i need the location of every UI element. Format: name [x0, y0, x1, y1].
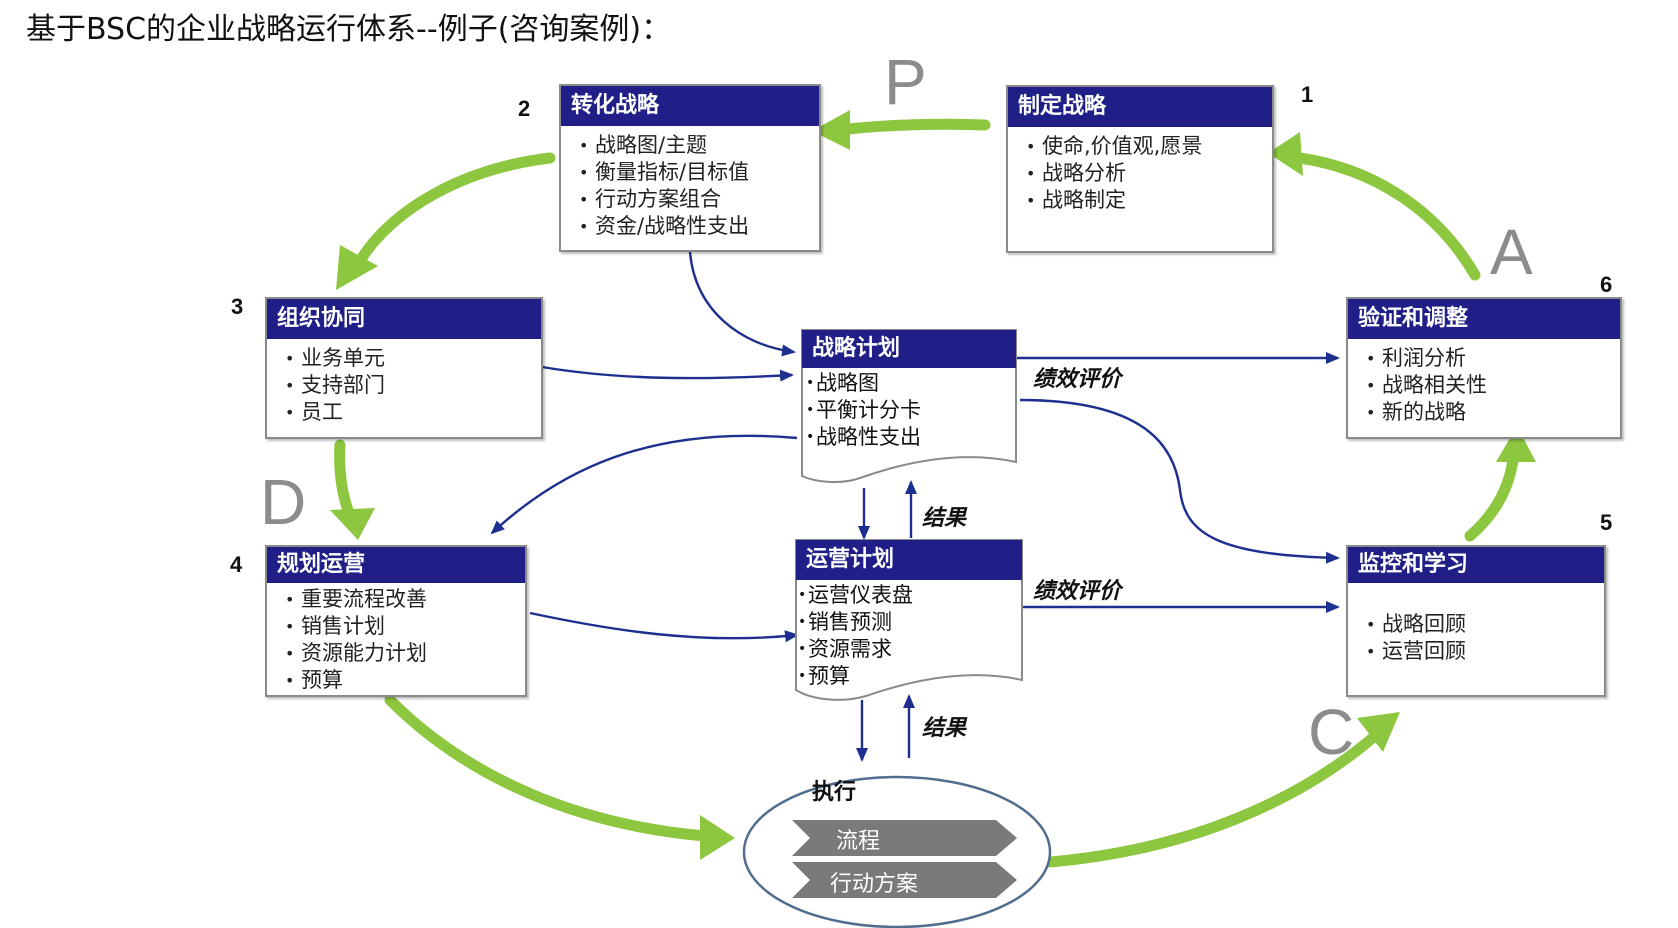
- list-item: 销售计划: [285, 613, 525, 640]
- page-title: 基于BSC的企业战略运行体系--例子(咨询案例)：: [26, 12, 672, 47]
- list-item: 支持部门: [285, 372, 541, 399]
- box-formulate-strategy: 制定战略 使命,价值观,愿景 战略分析 战略制定: [1006, 85, 1274, 253]
- line-planops-to-opsplan: [529, 611, 799, 643]
- number-2: 2: [518, 96, 531, 121]
- box-test-adapt: 验证和调整 利润分析 战略相关性 新的战略: [1346, 297, 1622, 439]
- box-align-organization: 组织协同 业务单元 支持部门 员工: [265, 297, 543, 439]
- number-6: 6: [1600, 272, 1613, 297]
- doc-ops-plan: 运营计划 运营仪表盘 销售预测 资源需求 预算: [796, 540, 1022, 690]
- doc-strategy-plan-list: 战略图 平衡计分卡 战略性支出: [802, 368, 1016, 451]
- list-item: 利润分析: [1366, 345, 1620, 372]
- box-test-list: 利润分析 战略相关性 新的战略: [1348, 339, 1620, 426]
- arrow-monitor-to-test: [1464, 444, 1520, 542]
- list-item: 重要流程改善: [285, 586, 525, 613]
- box-formulate-list: 使命,价值观,愿景 战略分析 战略制定: [1008, 127, 1272, 214]
- list-item: 战略相关性: [1366, 372, 1620, 399]
- line-strategyplan-to-monitor: [1019, 398, 1340, 564]
- box-monitor-header: 监控和学习: [1348, 547, 1604, 583]
- line-align-to-strategyplan: [541, 365, 794, 382]
- box-planops-header: 规划运营: [267, 547, 525, 583]
- number-5: 5: [1600, 510, 1613, 535]
- letter-p: P: [884, 46, 927, 118]
- arrow-test-to-formulate: [1294, 152, 1481, 281]
- doc-strategy-plan-header: 战略计划: [802, 330, 1016, 368]
- label-result-2: 结果: [922, 716, 967, 741]
- list-item: 行动方案组合: [579, 186, 819, 213]
- number-3: 3: [231, 294, 244, 319]
- chevron-action-shape: [792, 862, 1017, 898]
- flow-lines: [490, 251, 1340, 762]
- list-item: 衡量指标/目标值: [579, 159, 819, 186]
- list-item: 预算: [285, 667, 525, 694]
- list-item: 运营仪表盘: [798, 582, 1022, 609]
- pdca-cycle-arrows: [334, 118, 1520, 868]
- doc-ops-plan-header: 运营计划: [796, 540, 1022, 580]
- arrow-execution-to-monitor: [1044, 730, 1381, 868]
- box-plan-operations: 规划运营 重要流程改善 销售计划 资源能力计划 预算: [265, 545, 527, 697]
- pdca-arrow-heads: [330, 110, 1536, 860]
- chevron-process-shape: [792, 820, 1017, 856]
- box-translate-strategy: 转化战略 战略图/主题 衡量指标/目标值 行动方案组合 资金/战略性支出: [559, 84, 821, 252]
- label-performance-eval-1: 绩效评价: [1033, 367, 1122, 392]
- label-performance-eval-2: 绩效评价: [1033, 579, 1122, 604]
- list-item: 员工: [285, 399, 541, 426]
- letter-c: C: [1308, 696, 1355, 768]
- list-item: 战略图/主题: [579, 132, 819, 159]
- execution-title: 执行: [812, 780, 857, 805]
- list-item: 资源需求: [798, 636, 1022, 663]
- list-item: 运营回顾: [1366, 638, 1604, 665]
- list-item: 战略图: [806, 370, 1016, 397]
- box-test-header: 验证和调整: [1348, 299, 1620, 339]
- box-translate-list: 战略图/主题 衡量指标/目标值 行动方案组合 资金/战略性支出: [561, 126, 819, 240]
- box-monitor-list: 战略回顾 运营回顾: [1348, 583, 1604, 665]
- box-translate-header: 转化战略: [561, 86, 819, 126]
- letter-a: A: [1490, 216, 1533, 288]
- line-translate-to-strategyplan: [688, 251, 796, 357]
- box-formulate-header: 制定战略: [1008, 87, 1272, 127]
- arrow-formulate-to-translate: [834, 118, 991, 136]
- doc-strategy-plan: 战略计划 战略图 平衡计分卡 战略性支出: [802, 330, 1016, 451]
- arrow-planops-to-execution: [384, 694, 711, 842]
- box-align-list: 业务单元 支持部门 员工: [267, 339, 541, 426]
- list-item: 战略性支出: [806, 424, 1016, 451]
- chevron-process-label: 流程: [836, 829, 881, 854]
- arrow-translate-to-align: [349, 152, 556, 276]
- chevron-action-label: 行动方案: [830, 872, 919, 897]
- list-item: 战略回顾: [1366, 611, 1604, 638]
- number-4: 4: [230, 552, 243, 577]
- number-1: 1: [1301, 82, 1314, 107]
- list-item: 新的战略: [1366, 399, 1620, 426]
- list-item: 使命,价值观,愿景: [1026, 133, 1272, 160]
- list-item: 预算: [798, 663, 1022, 690]
- list-item: 平衡计分卡: [806, 397, 1016, 424]
- label-result-1: 结果: [922, 506, 967, 531]
- letter-d: D: [260, 466, 307, 538]
- doc-ops-plan-list: 运营仪表盘 销售预测 资源需求 预算: [796, 580, 1022, 690]
- list-item: 战略分析: [1026, 160, 1272, 187]
- list-item: 业务单元: [285, 345, 541, 372]
- box-monitor-learn: 监控和学习 战略回顾 运营回顾: [1346, 545, 1606, 697]
- box-align-header: 组织协同: [267, 299, 541, 339]
- list-item: 资金/战略性支出: [579, 213, 819, 240]
- list-item: 战略制定: [1026, 187, 1272, 214]
- arrow-align-to-planops: [334, 439, 358, 526]
- list-item: 资源能力计划: [285, 640, 525, 667]
- box-planops-list: 重要流程改善 销售计划 资源能力计划 预算: [267, 583, 525, 694]
- line-strategyplan-to-planops: [490, 434, 798, 535]
- list-item: 销售预测: [798, 609, 1022, 636]
